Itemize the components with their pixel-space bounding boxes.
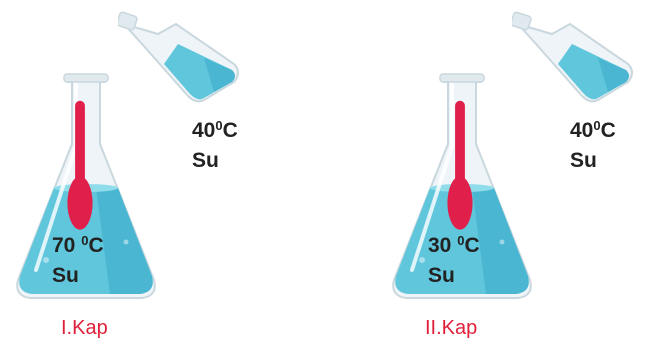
- degree-symbol: 0: [215, 118, 223, 133]
- scene-1-poured-temp-label: 400C: [192, 118, 238, 142]
- scene-1-poured-temp-value: 40: [192, 119, 216, 142]
- scene-2-beaker-temp-value: 30: [428, 234, 452, 257]
- scene-2-poured-liquid-label: Su: [570, 149, 597, 172]
- degree-symbol: 0: [457, 233, 465, 248]
- scene-2-poured-unit: C: [600, 119, 616, 142]
- scene-2-poured-temp-value: 40: [570, 119, 594, 142]
- degree-symbol: 0: [593, 118, 601, 133]
- scene-1-beaker-temp-value: 70: [52, 234, 76, 257]
- scene-1-poured-liquid-label: Su: [192, 149, 219, 172]
- scene-2-beaker-temp-label: 30 0C: [428, 233, 480, 257]
- scene-1-caption: I.Kap: [61, 317, 108, 339]
- scene-1-pouring-flask: [118, 10, 239, 103]
- scene-1-beaker-temp-label: 70 0C: [52, 233, 104, 257]
- scene-2-beaker-unit: C: [464, 234, 480, 257]
- scene-1-poured-unit: C: [222, 119, 238, 142]
- scene-2-beaker-liquid-label: Su: [428, 264, 455, 287]
- scene-2-pouring-flask: [512, 10, 633, 103]
- degree-symbol: 0: [81, 233, 89, 248]
- scene-1-beaker-unit: C: [88, 234, 104, 257]
- scene-2-poured-temp-label: 400C: [570, 118, 616, 142]
- scene-2-caption: II.Kap: [425, 317, 478, 339]
- scene-1-beaker-liquid-label: Su: [52, 264, 79, 287]
